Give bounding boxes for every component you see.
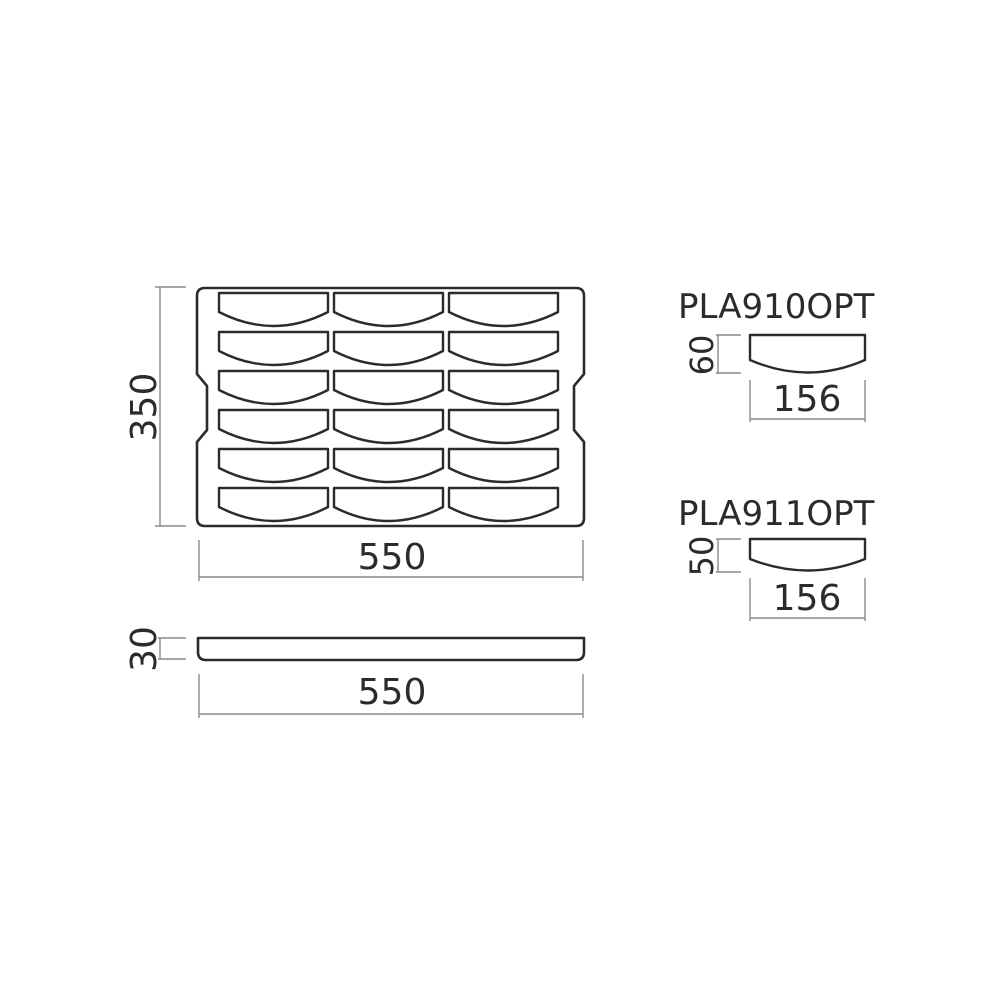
- insert-height-label: 60: [683, 335, 721, 376]
- tray-cell: [447, 369, 560, 406]
- tray-cell: [332, 447, 445, 484]
- tray-cell: [217, 486, 330, 523]
- tray-cell: [447, 291, 560, 328]
- insert-shape: [748, 537, 867, 572]
- tray-cell: [332, 486, 445, 523]
- dimension-width-550-top: 550: [198, 537, 584, 581]
- tray-cell: [332, 408, 445, 445]
- tray-cell: [332, 330, 445, 367]
- side-profile: [196, 636, 586, 662]
- tray-cell: [217, 447, 330, 484]
- insert-width-label: 156: [773, 379, 842, 420]
- insert-shape: [748, 333, 867, 374]
- insert-code: PLA910OPT: [678, 287, 875, 327]
- insert-height-label: 50: [683, 536, 721, 577]
- width-label-top: 550: [358, 537, 427, 578]
- insert-pla910opt: PLA910OPT 60 156: [678, 287, 875, 422]
- dimension-height-350: 350: [124, 286, 186, 527]
- tray-cell: [217, 369, 330, 406]
- tray-cell: [217, 291, 330, 328]
- insert-code: PLA911OPT: [678, 494, 875, 534]
- tray-cell: [332, 291, 445, 328]
- tray-cell: [332, 369, 445, 406]
- tray-cell: [447, 447, 560, 484]
- width-label-side: 550: [358, 672, 427, 713]
- dimension-width-550-side: 550: [198, 672, 584, 718]
- tray-cells: [217, 291, 560, 523]
- tray-cell: [217, 330, 330, 367]
- tray-cell: [447, 408, 560, 445]
- tray-side-view: [196, 636, 586, 662]
- dimension-height-30: 30: [124, 626, 186, 672]
- tray-cell: [447, 330, 560, 367]
- tray-top-view: [195, 286, 586, 528]
- insert-pla911opt: PLA911OPT 50 156: [678, 494, 875, 621]
- tray-cell: [217, 408, 330, 445]
- insert-width-label: 156: [773, 578, 842, 619]
- tray-cell: [447, 486, 560, 523]
- side-height-label: 30: [124, 626, 165, 672]
- tray-outline: [195, 286, 586, 528]
- height-label: 350: [124, 373, 165, 442]
